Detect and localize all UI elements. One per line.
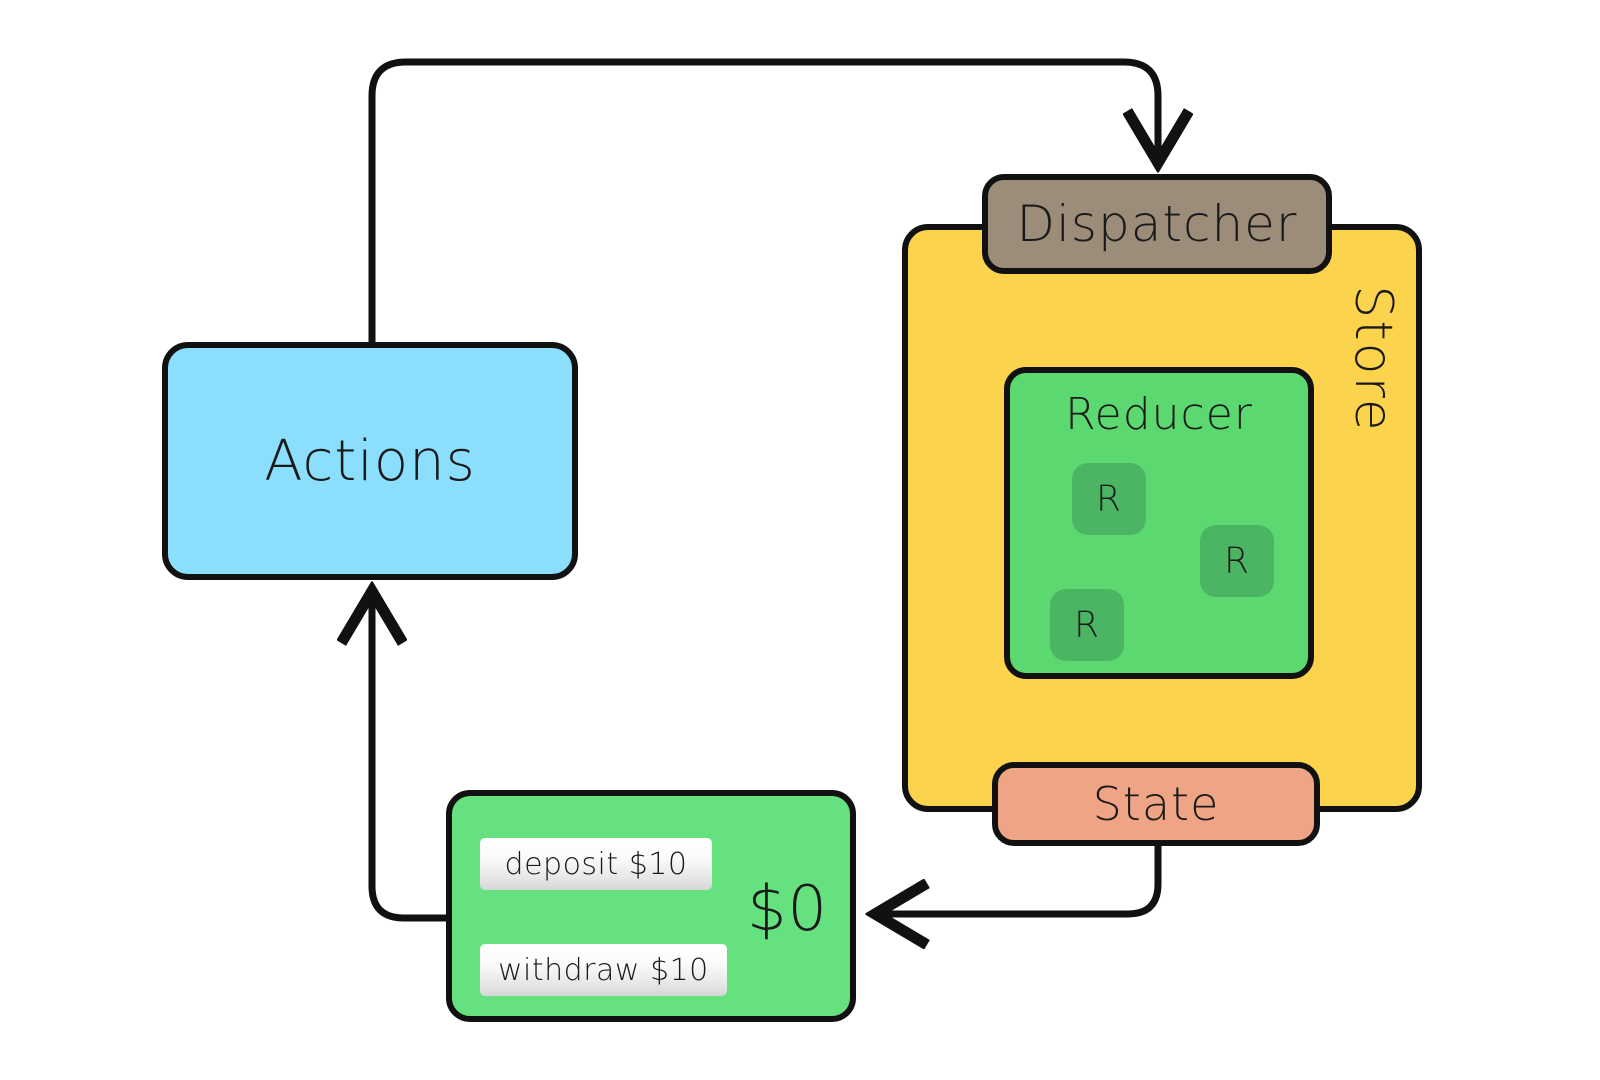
reducer-chip: R xyxy=(1050,589,1124,661)
state-label: State xyxy=(1092,777,1220,831)
reducer-label: Reducer xyxy=(1065,389,1253,440)
balance-display: $0 xyxy=(747,872,828,945)
withdraw-button[interactable]: withdraw $10 xyxy=(480,944,727,996)
dispatcher-label: Dispatcher xyxy=(1016,195,1298,253)
reducer-chip: R xyxy=(1200,525,1274,597)
reducer-chip: R xyxy=(1072,463,1146,535)
app-panel: deposit $10 withdraw $10 $0 xyxy=(446,790,856,1022)
state-node: State xyxy=(992,762,1320,846)
deposit-button[interactable]: deposit $10 xyxy=(480,838,712,890)
actions-label: Actions xyxy=(264,428,476,494)
edge-app-to-actions xyxy=(372,594,446,922)
edge-state-to-app xyxy=(878,846,1162,914)
actions-node: Actions xyxy=(162,342,578,580)
dispatcher-node: Dispatcher xyxy=(982,174,1332,274)
reducer-node: Reducer R R R xyxy=(1004,367,1314,679)
